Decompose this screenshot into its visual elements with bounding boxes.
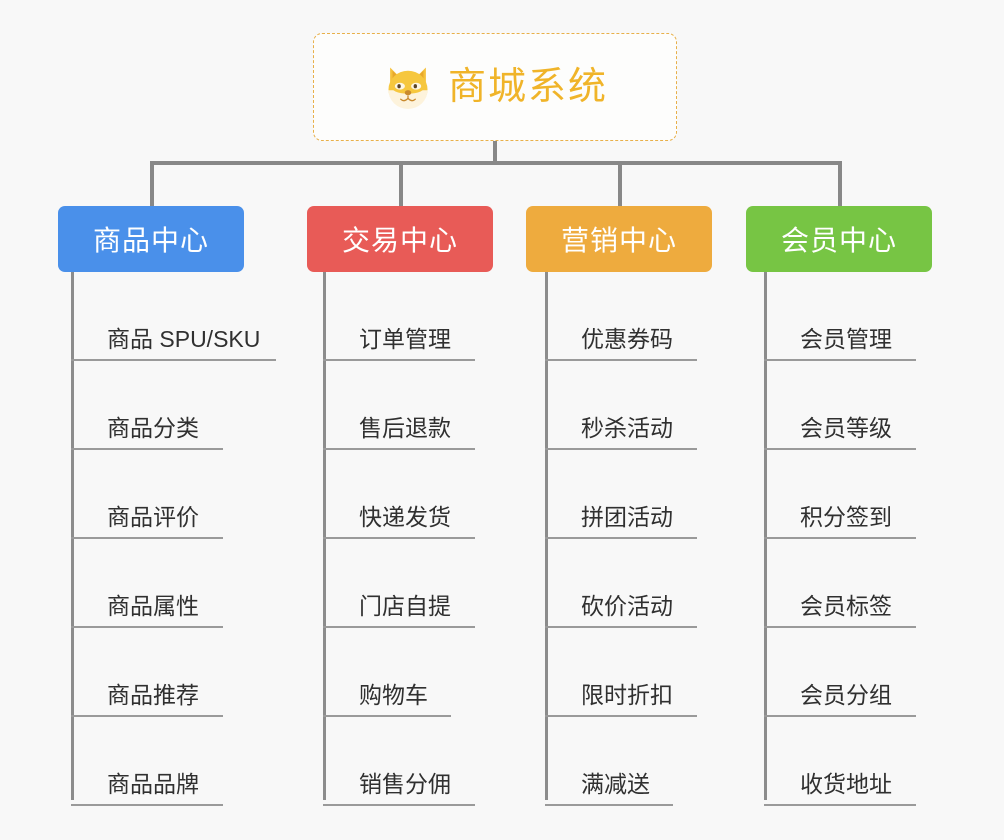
leaf-item[interactable]: 订单管理: [323, 272, 483, 361]
leaf-item-underline: [764, 448, 916, 450]
leaf-item-label: 秒杀活动: [581, 415, 673, 441]
leaf-item[interactable]: 售后退款: [323, 361, 483, 450]
leaf-spine-member-center: [764, 272, 767, 800]
leaf-item-label: 会员标签: [800, 593, 892, 619]
leaf-item-underline: [545, 359, 697, 361]
leaf-item-label: 会员分组: [800, 682, 892, 708]
leaf-item-underline: [71, 715, 223, 717]
leaf-item-underline: [71, 359, 276, 361]
leaf-item-label: 收货地址: [800, 771, 892, 797]
category-label-marketing-center: 营销中心: [560, 225, 677, 256]
root-node-label: 商城系统: [447, 66, 608, 108]
leaf-item[interactable]: 满减送: [545, 717, 681, 806]
leaf-item-underline: [545, 804, 673, 806]
connector-horizontal-bus: [150, 161, 842, 165]
leaf-item-underline: [764, 537, 916, 539]
leaf-item[interactable]: 秒杀活动: [545, 361, 705, 450]
leaf-item-underline: [545, 626, 697, 628]
leaf-item-label: 满减送: [581, 771, 650, 797]
connector-root-stem: [493, 141, 497, 163]
leaf-item-underline: [764, 804, 916, 806]
leaf-item-underline: [71, 537, 223, 539]
category-box-product-center[interactable]: 商品中心: [58, 206, 244, 272]
root-node-shop-system[interactable]: 商城系统: [313, 33, 677, 141]
leaf-spine-trade-center: [323, 272, 326, 800]
connector-drop-member-center: [838, 161, 842, 207]
leaf-spine-marketing-center: [545, 272, 548, 800]
leaf-item-label: 商品属性: [107, 593, 199, 619]
leaf-item-underline: [545, 448, 697, 450]
leaf-item-label: 快递发货: [359, 504, 451, 530]
leaf-item-label: 商品推荐: [107, 682, 199, 708]
leaf-item-underline: [323, 804, 475, 806]
leaf-item-underline: [71, 626, 223, 628]
category-box-member-center[interactable]: 会员中心: [746, 206, 932, 272]
connector-drop-trade-center: [399, 161, 403, 207]
leaf-item[interactable]: 购物车: [323, 628, 459, 717]
leaf-item-underline: [323, 626, 475, 628]
leaf-item[interactable]: 会员标签: [764, 539, 924, 628]
leaf-item-underline: [764, 359, 916, 361]
leaf-item-underline: [323, 537, 475, 539]
leaf-item-underline: [71, 448, 223, 450]
leaf-item[interactable]: 商品推荐: [71, 628, 231, 717]
leaf-item-label: 售后退款: [359, 415, 451, 441]
leaf-item-underline: [323, 448, 475, 450]
leaf-item[interactable]: 收货地址: [764, 717, 924, 806]
shiba-dog-face-icon: [382, 61, 434, 113]
leaf-item-label: 商品分类: [107, 415, 199, 441]
leaf-item-label: 商品品牌: [107, 771, 199, 797]
leaf-item-label: 会员等级: [800, 415, 892, 441]
leaf-item[interactable]: 快递发货: [323, 450, 483, 539]
leaf-item[interactable]: 积分签到: [764, 450, 924, 539]
leaf-item-underline: [545, 537, 697, 539]
leaf-item[interactable]: 砍价活动: [545, 539, 705, 628]
leaf-item-underline: [764, 715, 916, 717]
leaf-item[interactable]: 会员分组: [764, 628, 924, 717]
leaf-item-label: 商品评价: [107, 504, 199, 530]
leaf-item-label: 销售分佣: [359, 771, 451, 797]
leaf-item[interactable]: 商品属性: [71, 539, 231, 628]
leaf-item-underline: [323, 359, 475, 361]
category-label-product-center: 商品中心: [92, 225, 209, 256]
leaf-item[interactable]: 商品品牌: [71, 717, 231, 806]
leaf-item-label: 拼团活动: [581, 504, 673, 530]
leaf-item[interactable]: 商品分类: [71, 361, 231, 450]
connector-drop-product-center: [150, 161, 154, 207]
leaf-item[interactable]: 会员等级: [764, 361, 924, 450]
leaf-item-underline: [764, 626, 916, 628]
category-box-marketing-center[interactable]: 营销中心: [526, 206, 712, 272]
category-label-member-center: 会员中心: [780, 225, 897, 256]
leaf-item[interactable]: 拼团活动: [545, 450, 705, 539]
leaf-item[interactable]: 销售分佣: [323, 717, 483, 806]
leaf-item-label: 订单管理: [359, 326, 451, 352]
leaf-item[interactable]: 门店自提: [323, 539, 483, 628]
leaf-item[interactable]: 限时折扣: [545, 628, 705, 717]
leaf-item[interactable]: 商品评价: [71, 450, 231, 539]
leaf-item-label: 砍价活动: [581, 593, 673, 619]
leaf-item-label: 购物车: [359, 682, 428, 708]
leaf-item-label: 积分签到: [800, 504, 892, 530]
category-box-trade-center[interactable]: 交易中心: [307, 206, 493, 272]
connector-drop-marketing-center: [618, 161, 622, 207]
category-label-trade-center: 交易中心: [341, 225, 458, 256]
leaf-item[interactable]: 会员管理: [764, 272, 924, 361]
leaf-item-label: 优惠券码: [581, 326, 673, 352]
leaf-spine-product-center: [71, 272, 74, 800]
leaf-item-label: 会员管理: [800, 326, 892, 352]
leaf-item-underline: [545, 715, 697, 717]
leaf-item[interactable]: 优惠券码: [545, 272, 705, 361]
leaf-item-label: 限时折扣: [581, 682, 673, 708]
leaf-item-underline: [323, 715, 451, 717]
leaf-item-label: 门店自提: [359, 593, 451, 619]
leaf-item-label: 商品 SPU/SKU: [107, 326, 261, 352]
leaf-item-underline: [71, 804, 223, 806]
leaf-item[interactable]: 商品 SPU/SKU: [71, 272, 284, 361]
